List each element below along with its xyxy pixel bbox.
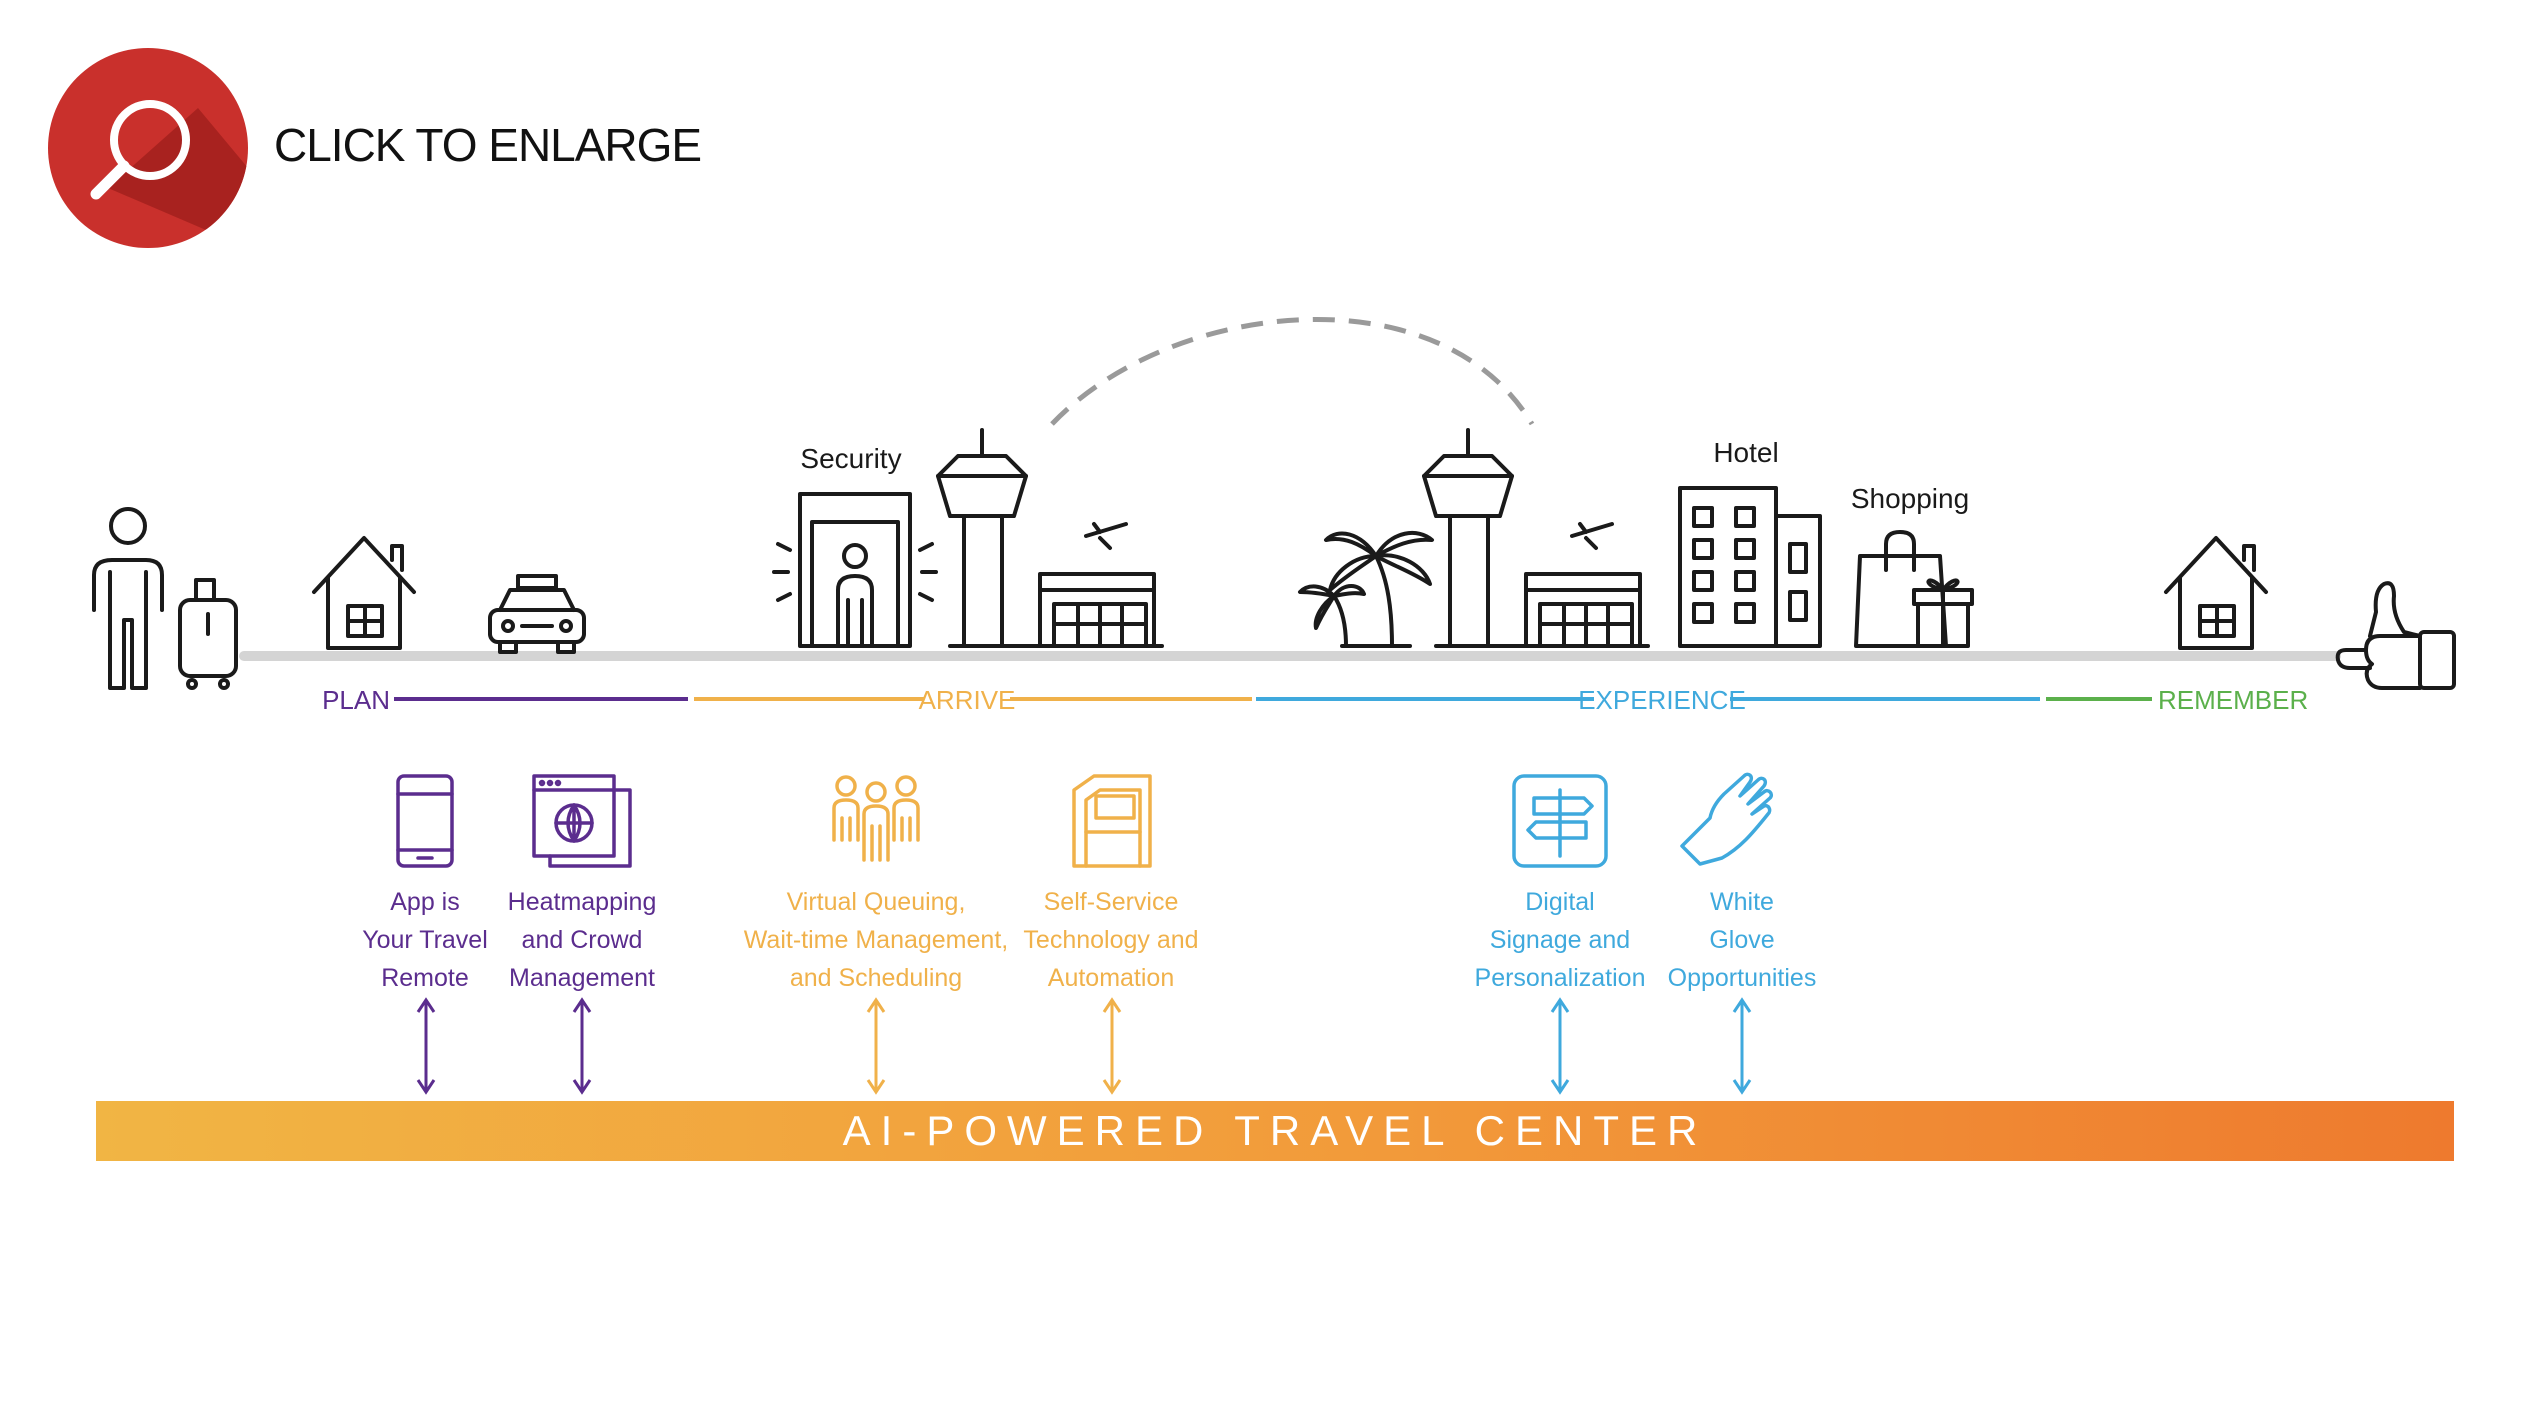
svg-text:Automation: Automation bbox=[1048, 964, 1174, 992]
svg-text:Glove: Glove bbox=[1709, 926, 1774, 954]
connector-arrow bbox=[866, 997, 886, 1095]
enlarge-button[interactable] bbox=[48, 48, 248, 248]
traveler-icon bbox=[92, 507, 238, 690]
phase-plan-label: PLAN bbox=[322, 685, 390, 715]
phase-experience-label: EXPERIENCE bbox=[1578, 685, 1746, 715]
smartphone-icon bbox=[396, 774, 454, 868]
feature-signage: Digital Signage and Personalization bbox=[1475, 888, 1646, 992]
hotel-icon bbox=[1678, 486, 1822, 648]
control-tower-icon bbox=[1422, 428, 1650, 648]
feature-app: App is Your Travel Remote bbox=[362, 888, 488, 992]
phase-timeline: PLAN ARRIVE EXPERIENCE REMEMBER bbox=[322, 685, 2308, 715]
feature-queue: Virtual Queuing, Wait-time Management, a… bbox=[744, 888, 1008, 992]
ai-travel-center-bar: AI-POWERED TRAVEL CENTER bbox=[96, 1101, 2454, 1161]
kiosk-icon bbox=[1072, 774, 1152, 868]
svg-text:and Crowd: and Crowd bbox=[522, 926, 643, 954]
svg-text:Self-Service: Self-Service bbox=[1044, 888, 1179, 916]
feature-kiosk: Self-Service Technology and Automation bbox=[1023, 888, 1198, 992]
people-group-icon bbox=[832, 775, 920, 862]
svg-text:Signage and: Signage and bbox=[1490, 926, 1630, 954]
svg-text:White: White bbox=[1710, 888, 1774, 916]
connector-arrow bbox=[416, 997, 436, 1095]
svg-text:and Scheduling: and Scheduling bbox=[790, 964, 962, 992]
home-icon bbox=[2164, 536, 2268, 650]
svg-text:Personalization: Personalization bbox=[1475, 964, 1646, 992]
home-icon bbox=[312, 536, 416, 650]
security-label: Security bbox=[800, 443, 901, 474]
feature-heatmap: Heatmapping and Crowd Management bbox=[508, 888, 657, 992]
connector-arrow bbox=[572, 997, 592, 1095]
ai-travel-center-label: AI-POWERED TRAVEL CENTER bbox=[842, 1107, 1708, 1154]
thumbs-up-icon bbox=[2335, 581, 2456, 690]
connector-arrow bbox=[1550, 997, 1570, 1095]
palm-tree-icon bbox=[1298, 531, 1434, 648]
magnifier-icon bbox=[90, 100, 248, 248]
flight-arc bbox=[1050, 316, 1535, 426]
svg-text:Wait-time Management,: Wait-time Management, bbox=[744, 926, 1008, 954]
connector-arrow bbox=[1102, 997, 1122, 1095]
phase-arrive-label: ARRIVE bbox=[919, 685, 1016, 715]
svg-text:Virtual Queuing,: Virtual Queuing, bbox=[787, 888, 966, 916]
hotel-label: Hotel bbox=[1713, 437, 1778, 468]
signpost-icon bbox=[1512, 774, 1608, 868]
glove-icon bbox=[1680, 772, 1774, 866]
svg-text:Management: Management bbox=[509, 964, 655, 992]
browser-globe-icon bbox=[532, 774, 632, 868]
phase-remember-label: REMEMBER bbox=[2158, 685, 2308, 715]
taxi-icon bbox=[488, 574, 586, 654]
feature-glove: White Glove Opportunities bbox=[1668, 888, 1817, 992]
shopping-label: Shopping bbox=[1851, 483, 1969, 514]
shopping-bags-icon bbox=[1854, 530, 1974, 648]
svg-text:Your Travel: Your Travel bbox=[362, 926, 488, 954]
svg-text:App is: App is bbox=[390, 888, 459, 916]
enlarge-label[interactable]: CLICK TO ENLARGE bbox=[274, 119, 702, 171]
connector-arrow bbox=[1732, 997, 1752, 1095]
svg-text:Heatmapping: Heatmapping bbox=[508, 888, 657, 916]
control-tower-icon bbox=[936, 428, 1164, 648]
svg-text:Technology and: Technology and bbox=[1023, 926, 1198, 954]
svg-text:Remote: Remote bbox=[381, 964, 469, 992]
svg-text:Opportunities: Opportunities bbox=[1668, 964, 1817, 992]
security-scanner-icon bbox=[772, 492, 938, 648]
svg-text:Digital: Digital bbox=[1525, 888, 1594, 916]
